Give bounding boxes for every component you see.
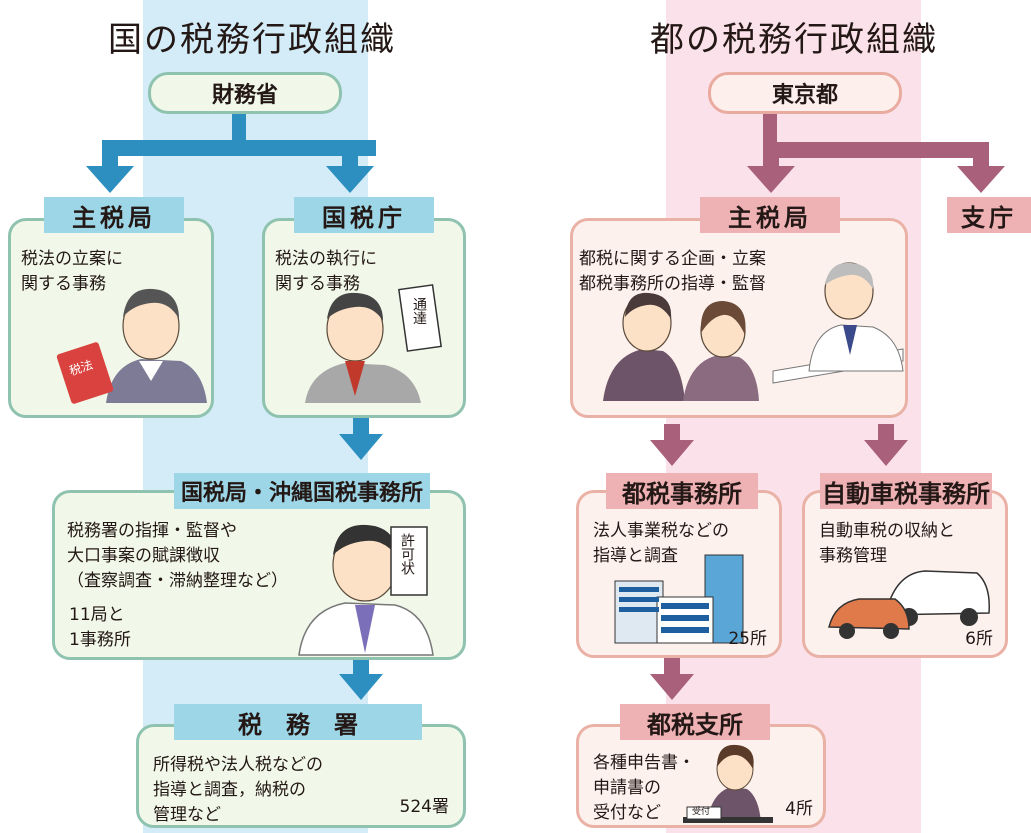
- jidosha-text: 自動車税の収納と 事務管理: [819, 521, 955, 566]
- national-title: 国の税務行政組織: [108, 20, 396, 60]
- tozei-shisho-count: 4所: [785, 799, 813, 819]
- tozei-jimusho-count: 25所: [728, 629, 767, 649]
- tokyo-arrow-down-3: [650, 674, 694, 700]
- notice-document-label: 通達: [411, 297, 427, 325]
- national-arrow-bar: [102, 140, 376, 156]
- warrant-document-label: 許可状: [399, 533, 415, 575]
- jidosha-label: 自動車税事務所: [820, 473, 992, 509]
- tokyo-arrow-head-right: [957, 166, 1005, 193]
- tokyo-arrow-head-left: [747, 166, 795, 193]
- kokuzeikyoku-box: 税務署の指揮・監督や 大口事案の賦課徴収 （査察調査・滞納整理など） 11局と …: [52, 490, 466, 660]
- tokyo-arrow-bar: [763, 142, 989, 158]
- tozei-shisho-text: 各種申告書・ 申請書の 受付など: [593, 753, 695, 823]
- tokyo-arrow-stem: [763, 112, 777, 142]
- kokuzeikyoku-count: 11局と 1事務所: [69, 605, 131, 650]
- office-buildings-icon: [614, 554, 744, 644]
- meeting-illustration: [603, 262, 904, 401]
- reception-counter-label: 受付: [692, 807, 711, 817]
- tokyo-shuzeikyoku-text: 都税に関する企画・立案 都税事務所の指導・監督: [579, 249, 766, 294]
- kokuzeicho-text: 税法の執行に 関する事務: [275, 249, 377, 294]
- tozei-jimusho-box: 法人事業税などの 指導と調査 25所: [576, 490, 782, 658]
- kokuzeikyoku-label: 国税局・沖縄国税事務所: [174, 473, 430, 509]
- national-shuzeikyoku-text: 税法の立案に 関する事務: [21, 249, 123, 294]
- zeimusho-label: 税 務 署: [174, 704, 422, 740]
- kokuzeikyoku-text: 税務署の指揮・監督や 大口事案の賦課徴収 （査察調査・滞納整理など）: [67, 521, 288, 591]
- zeimusho-count: 524署: [399, 797, 449, 817]
- national-arrow-stem: [232, 110, 246, 140]
- tokyo-shuzeikyoku-label: 主税局: [700, 197, 840, 233]
- man-reading-illustration: [56, 288, 207, 404]
- man-with-warrant-illustration: [298, 524, 434, 656]
- tokyo-arrow-down-1: [650, 440, 694, 466]
- tokyo-title: 都の税務行政組織: [650, 20, 938, 60]
- national-shuzeikyoku-box: 税法の立案に 関する事務 税法: [8, 218, 214, 418]
- cars-icon: [828, 570, 990, 639]
- national-arrow-down-1: [339, 434, 383, 460]
- tokyo-shuzeikyoku-box: 都税に関する企画・立案 都税事務所の指導・監督: [570, 218, 908, 418]
- tokyo-root-node: 東京都: [708, 72, 902, 114]
- kokuzeicho-box: 税法の執行に 関する事務 通達: [262, 218, 466, 418]
- tozei-jimusho-text: 法人事業税などの 指導と調査: [593, 521, 729, 566]
- man-with-notice-illustration: [305, 284, 442, 403]
- kokuzeicho-label: 国税庁: [294, 197, 434, 233]
- zeimusho-text: 所得税や法人税などの 指導と調査，納税の 管理など: [153, 755, 323, 825]
- shicho-label: 支庁: [947, 197, 1031, 233]
- tokyo-arrow-down-2: [864, 440, 908, 466]
- national-root-label: 財務省: [211, 83, 278, 108]
- tozei-jimusho-label: 都税事務所: [606, 473, 758, 509]
- national-shuzeikyoku-label: 主税局: [44, 197, 184, 233]
- tozei-shisho-box: 各種申告書・ 申請書の 受付など 受付 4所: [576, 724, 826, 828]
- tokyo-root-label: 東京都: [771, 83, 838, 108]
- jidosha-count: 6所: [965, 629, 993, 649]
- zeimusho-box: 所得税や法人税などの 指導と調査，納税の 管理など 524署: [136, 724, 466, 828]
- national-arrow-head-right: [326, 166, 374, 193]
- national-arrow-down-2: [339, 674, 383, 700]
- tozei-shisho-label: 都税支所: [620, 704, 770, 740]
- jidosha-box: 自動車税の収納と 事務管理 6所: [802, 490, 1008, 658]
- reception-clerk-illustration: [683, 744, 773, 823]
- national-arrow-head-left: [86, 166, 134, 193]
- national-root-node: 財務省: [148, 72, 342, 114]
